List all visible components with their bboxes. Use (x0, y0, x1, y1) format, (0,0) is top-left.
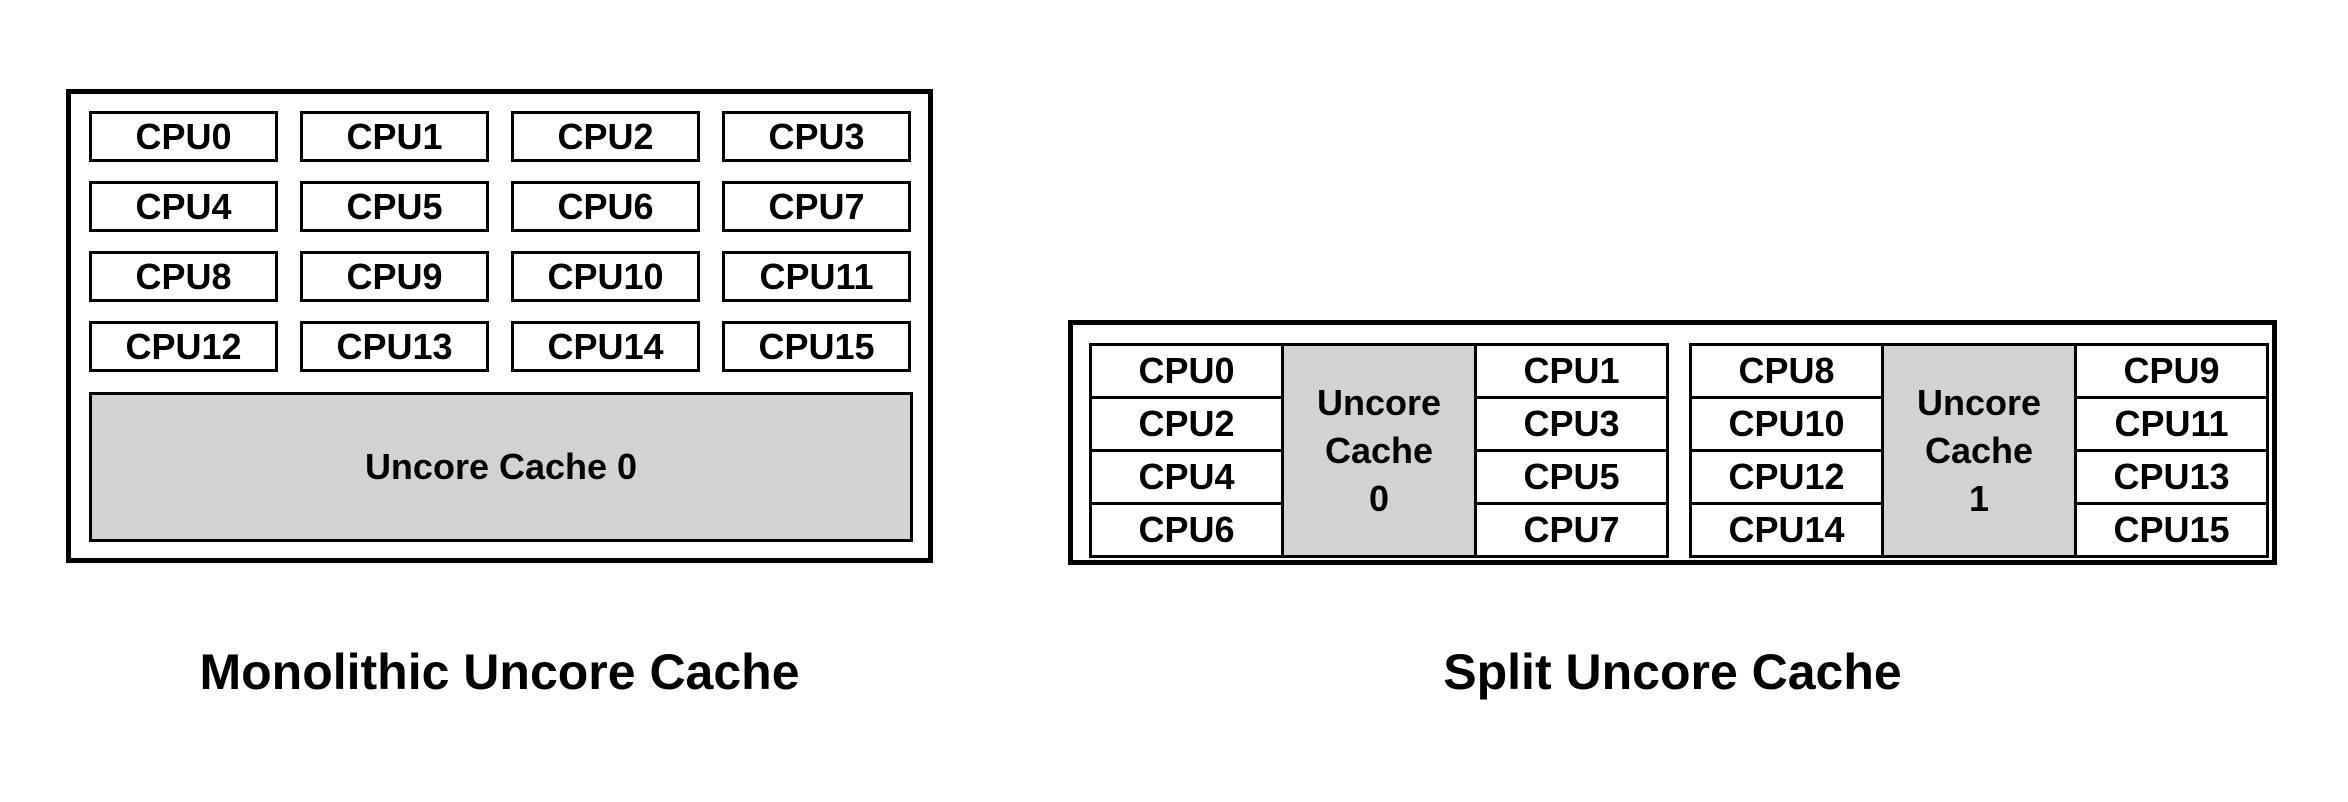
cpu-cell: CPU3 (1474, 396, 1669, 452)
uncore-cache-1-cell: Uncore Cache 1 (1881, 343, 2077, 558)
split-socket-box: CPU0 Uncore Cache 0 CPU1 CPU2 CPU3 CPU4 … (1068, 320, 2277, 565)
split-cluster-1: CPU8 Uncore Cache 1 CPU9 CPU10 CPU11 CPU… (1689, 343, 2269, 558)
cpu-cell: CPU12 (1689, 449, 1884, 505)
cpu-box: CPU5 (300, 181, 489, 232)
cpu-box: CPU1 (300, 111, 489, 162)
cache-label-line: Uncore (1916, 381, 2042, 423)
cache-label-line: 0 (1368, 477, 1390, 519)
cpu-box: CPU0 (89, 111, 278, 162)
cpu-box: CPU4 (89, 181, 278, 232)
cpu-box: CPU3 (722, 111, 911, 162)
cpu-cell: CPU6 (1089, 502, 1284, 558)
cpu-cell: CPU15 (2074, 502, 2269, 558)
cpu-box: CPU8 (89, 251, 278, 302)
cpu-cell: CPU4 (1089, 449, 1284, 505)
cpu-cell: CPU2 (1089, 396, 1284, 452)
monolithic-caption: Monolithic Uncore Cache (199, 644, 800, 700)
cpu-cell: CPU5 (1474, 449, 1669, 505)
cpu-cell: CPU1 (1474, 343, 1669, 399)
cache-label-line: 1 (1968, 477, 1990, 519)
cpu-box: CPU11 (722, 251, 911, 302)
cpu-box: CPU10 (511, 251, 700, 302)
cpu-cell: CPU7 (1474, 502, 1669, 558)
cpu-cell: CPU9 (2074, 343, 2269, 399)
cpu-cell: CPU8 (1689, 343, 1884, 399)
cpu-box: CPU12 (89, 321, 278, 372)
cpu-cell: CPU13 (2074, 449, 2269, 505)
monolithic-cpu-grid: CPU0 CPU1 CPU2 CPU3 CPU4 CPU5 CPU6 CPU7 … (89, 111, 913, 372)
cpu-cell: CPU0 (1089, 343, 1284, 399)
cache-label-line: Cache (1924, 429, 2034, 471)
cpu-box: CPU15 (722, 321, 911, 372)
split-cluster-0: CPU0 Uncore Cache 0 CPU1 CPU2 CPU3 CPU4 … (1089, 343, 1669, 558)
cache-label-line: Cache (1324, 429, 1434, 471)
cpu-box: CPU14 (511, 321, 700, 372)
split-caption: Split Uncore Cache (1443, 644, 1902, 700)
cache-label-line: Uncore (1316, 381, 1442, 423)
cpu-cell: CPU14 (1689, 502, 1884, 558)
cpu-box: CPU13 (300, 321, 489, 372)
monolithic-socket-box: CPU0 CPU1 CPU2 CPU3 CPU4 CPU5 CPU6 CPU7 … (66, 89, 933, 563)
cpu-box: CPU6 (511, 181, 700, 232)
uncore-cache-0-cell: Uncore Cache 0 (1281, 343, 1477, 558)
cpu-cell: CPU11 (2074, 396, 2269, 452)
cpu-cell: CPU10 (1689, 396, 1884, 452)
cpu-box: CPU2 (511, 111, 700, 162)
cpu-box: CPU9 (300, 251, 489, 302)
cpu-box: CPU7 (722, 181, 911, 232)
uncore-cache-0-box: Uncore Cache 0 (89, 392, 913, 542)
